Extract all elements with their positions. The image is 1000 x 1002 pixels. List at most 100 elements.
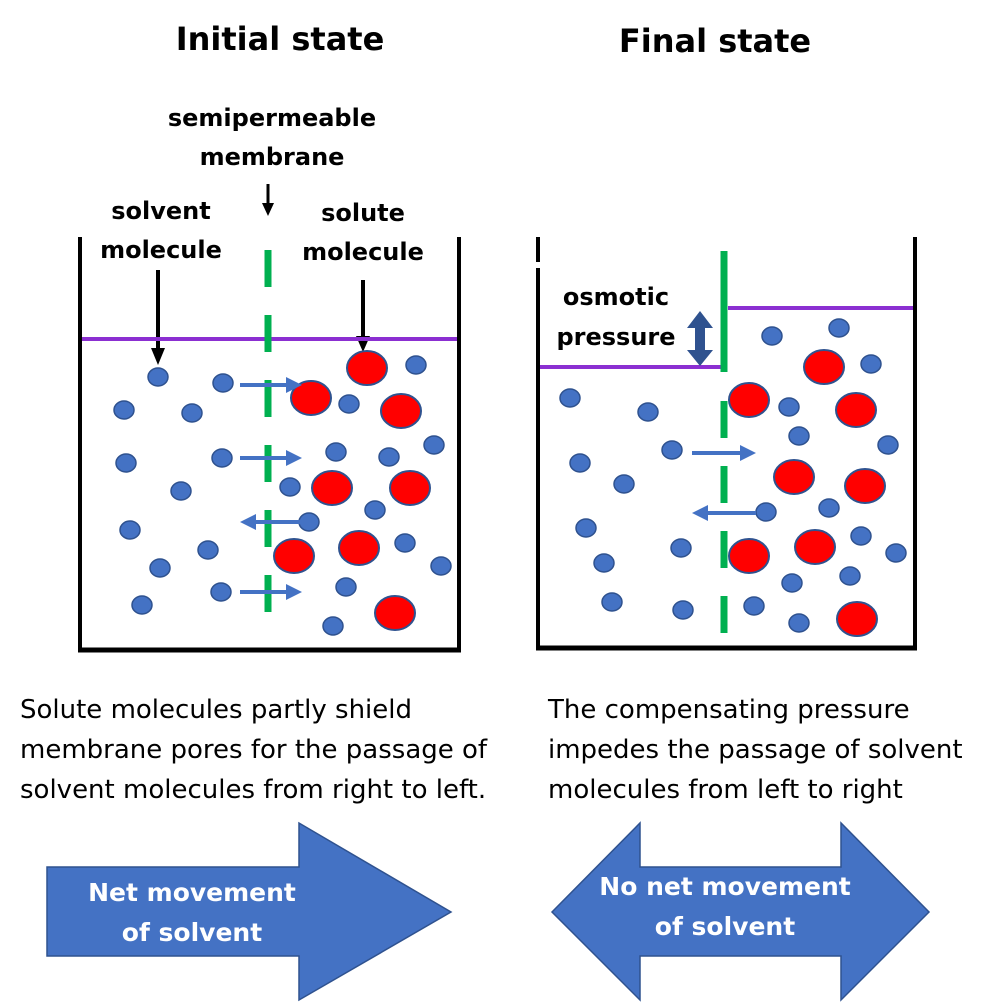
solvent-molecule: [181, 403, 203, 423]
final-container: [536, 237, 917, 651]
solvent-molecule: [661, 440, 683, 460]
net-movement-arrow: [46, 821, 453, 1002]
solvent-molecule: [378, 447, 400, 467]
solvent-molecule: [781, 573, 803, 593]
solvent-molecule: [818, 498, 840, 518]
solvent-molecule: [637, 402, 659, 422]
solute-molecule: [380, 393, 422, 429]
pressure-label-line1: osmotic: [563, 283, 669, 311]
initial-state-title: Initial state: [176, 20, 385, 58]
solvent-molecule: [885, 543, 907, 563]
final-caption-line3: molecules from left to right: [548, 775, 903, 805]
solvent-pointer-arrow: [151, 270, 165, 365]
solvent-molecule: [131, 595, 153, 615]
final-molecules: [559, 318, 907, 637]
solvent-molecule: [210, 582, 232, 602]
solvent-molecule: [197, 540, 219, 560]
initial-caption-line2: membrane pores for the passage of: [20, 735, 488, 765]
solvent-molecule: [364, 500, 386, 520]
solvent-molecule: [212, 373, 234, 393]
initial-caption-line3: solvent molecules from right to left.: [20, 775, 486, 805]
solvent-molecule: [423, 435, 445, 455]
solvent-molecule: [860, 354, 882, 374]
solvent-molecule: [394, 533, 416, 553]
solvent-molecule: [325, 442, 347, 462]
solvent-molecule: [115, 453, 137, 473]
solvent-molecule: [335, 577, 357, 597]
solute-molecule: [389, 470, 431, 506]
solvent-molecule: [322, 616, 344, 636]
no-net-movement-text-line1: No net movement: [599, 872, 850, 901]
solvent-molecule: [601, 592, 623, 612]
solvent-molecule: [672, 600, 694, 620]
solute-molecule: [836, 601, 878, 637]
solute-molecule: [844, 468, 886, 504]
flow-arrow-right: [240, 450, 302, 466]
solute-molecule: [290, 380, 332, 416]
solute-molecule: [803, 349, 845, 385]
initial-flow-arrows: [240, 377, 302, 600]
solvent-molecule: [405, 355, 427, 375]
final-caption-line1: The compensating pressure: [547, 695, 910, 725]
solute-molecule: [835, 392, 877, 428]
solvent-molecule: [670, 538, 692, 558]
solvent-molecule: [755, 502, 777, 522]
initial-container: [78, 237, 461, 653]
solvent-molecule: [170, 481, 192, 501]
solvent-molecule: [743, 596, 765, 616]
initial-molecules: [113, 350, 452, 636]
solvent-molecule: [850, 526, 872, 546]
solvent-molecule: [788, 613, 810, 633]
solute-molecule: [311, 470, 353, 506]
net-movement-text-line1: Net movement: [88, 878, 296, 907]
solvent-molecule: [593, 553, 615, 573]
membrane-pointer-arrow: [262, 184, 274, 216]
solute-molecule: [374, 595, 416, 631]
solvent-molecule: [211, 448, 233, 468]
solvent-molecule: [839, 566, 861, 586]
solute-molecule: [728, 382, 770, 418]
solute-molecule: [773, 459, 815, 495]
solvent-molecule: [788, 426, 810, 446]
solvent-molecule: [119, 520, 141, 540]
solvent-molecule: [279, 477, 301, 497]
flow-arrow-left: [692, 505, 756, 521]
solvent-molecule: [149, 558, 171, 578]
solvent-molecule: [113, 400, 135, 420]
solvent-label-line1: solvent: [111, 197, 210, 225]
no-net-movement-text-line2: of solvent: [655, 912, 795, 941]
solvent-molecule: [761, 326, 783, 346]
solvent-molecule: [575, 518, 597, 538]
solute-molecule: [346, 350, 388, 386]
final-caption-line2: impedes the passage of solvent: [548, 735, 963, 765]
flow-arrow-left: [240, 514, 302, 530]
osmotic-pressure-double-arrow-icon: [687, 311, 713, 366]
solute-pointer-arrow: [356, 280, 370, 352]
solvent-molecule: [613, 474, 635, 494]
initial-caption-line1: Solute molecules partly shield: [20, 695, 412, 725]
solute-molecule: [794, 529, 836, 565]
flow-arrow-right: [240, 584, 302, 600]
solute-molecule: [728, 538, 770, 574]
no-net-movement-double-arrow: [550, 821, 931, 1002]
final-flow-arrows: [692, 445, 756, 521]
solvent-molecule: [430, 556, 452, 576]
solvent-molecule: [828, 318, 850, 338]
solvent-molecule: [559, 388, 581, 408]
membrane-label-line1: semipermeable: [168, 104, 376, 132]
solvent-molecule: [338, 394, 360, 414]
solute-molecule: [273, 538, 315, 574]
membrane-label-line2: membrane: [200, 143, 345, 171]
solvent-molecule: [877, 435, 899, 455]
solute-label-line1: solute: [321, 199, 405, 227]
flow-arrow-right: [240, 377, 302, 393]
solvent-molecule: [147, 367, 169, 387]
solvent-molecule: [778, 397, 800, 417]
final-state-title: Final state: [619, 22, 811, 60]
solvent-label-line2: molecule: [100, 236, 222, 264]
net-movement-text-line2: of solvent: [122, 918, 262, 947]
flow-arrow-right: [692, 445, 756, 461]
solute-label-line2: molecule: [302, 238, 424, 266]
solvent-molecule: [569, 453, 591, 473]
